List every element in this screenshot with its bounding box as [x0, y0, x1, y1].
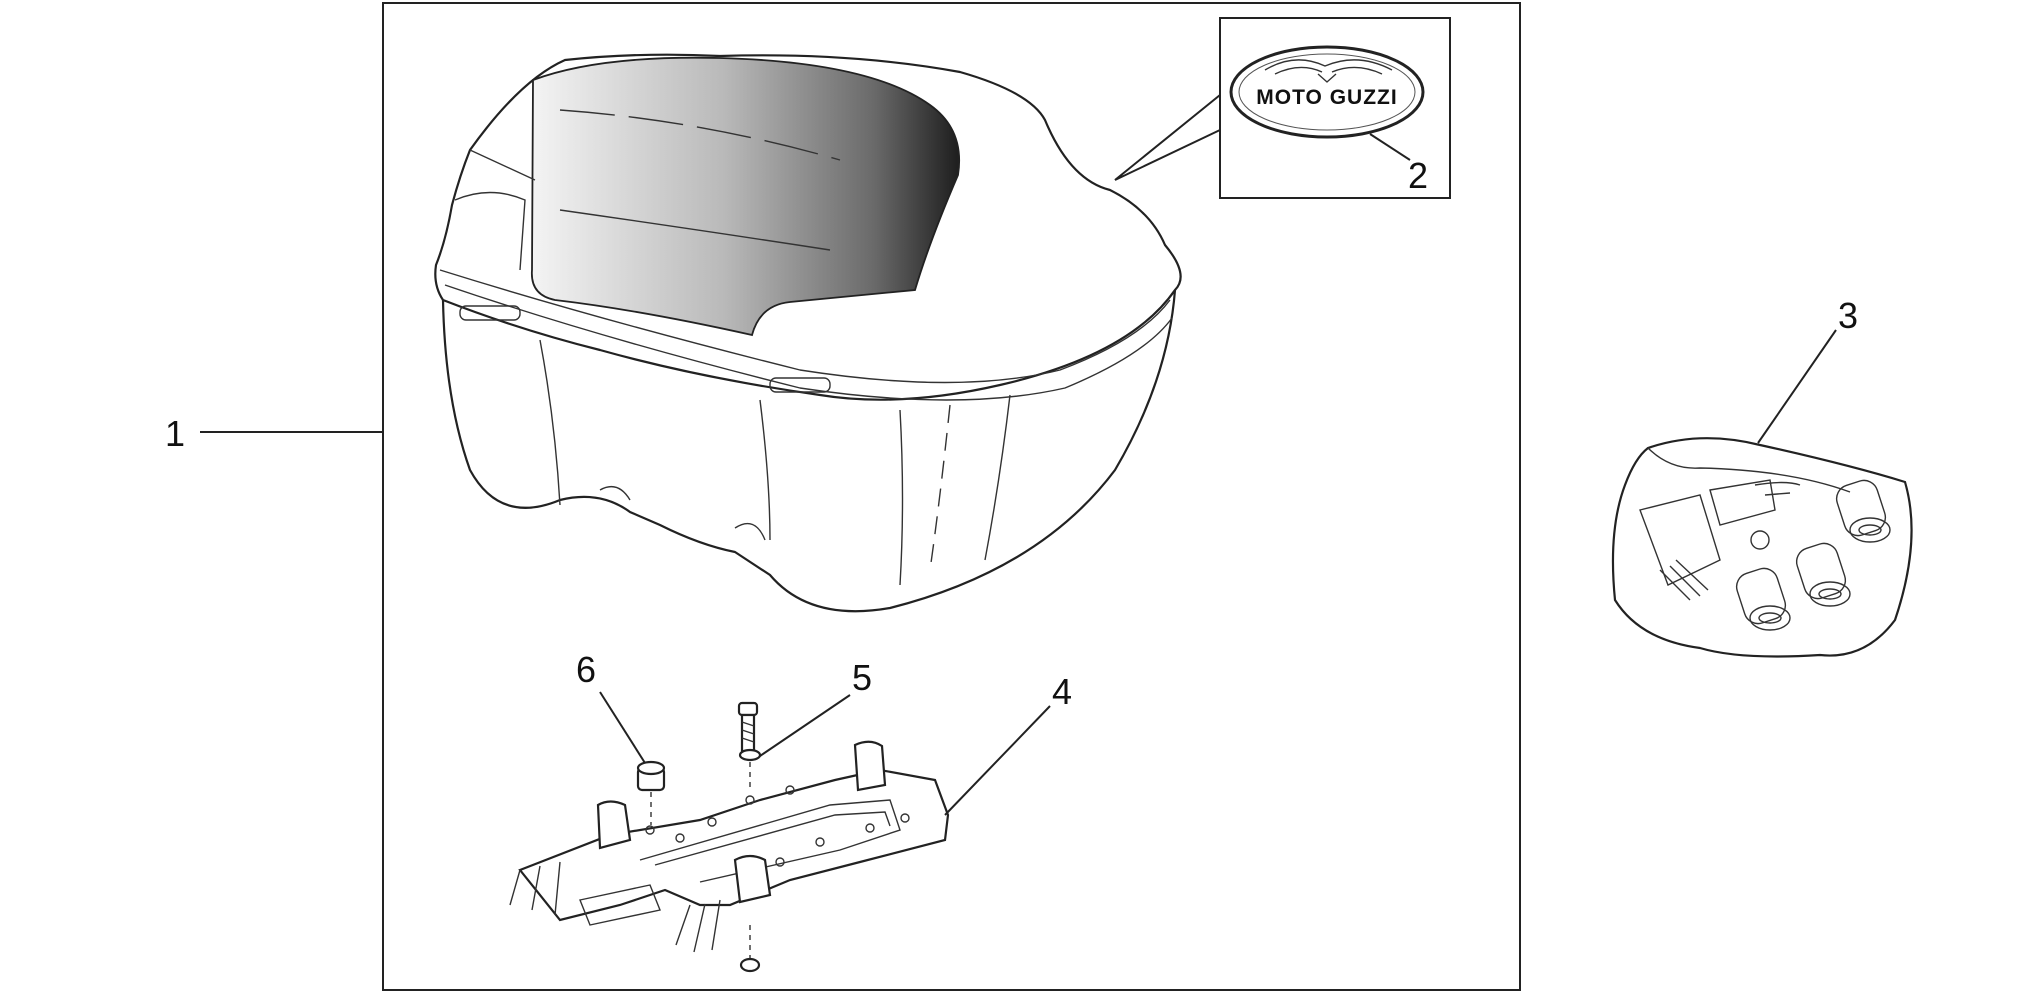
callout-2: 2 [1408, 155, 1428, 196]
kit-frame [382, 2, 1521, 991]
top-case [434, 53, 1182, 613]
logo-badge-inset: MOTO GUZZI [1219, 17, 1451, 199]
callout-5: 5 [852, 657, 872, 698]
spacer-nut [636, 760, 666, 825]
callout-1: 1 [165, 413, 185, 454]
callout-4: 4 [1052, 671, 1072, 712]
eagle-icon [1264, 59, 1393, 83]
mounting-plate [509, 740, 950, 953]
lock-kit [1611, 437, 1913, 658]
screw [737, 701, 762, 973]
logo-badge [1229, 45, 1425, 139]
backrest-pad [531, 56, 961, 337]
callout-3: 3 [1838, 295, 1858, 336]
logo-text: MOTO GUZZI [1256, 86, 1397, 109]
callout-6: 6 [576, 649, 596, 690]
